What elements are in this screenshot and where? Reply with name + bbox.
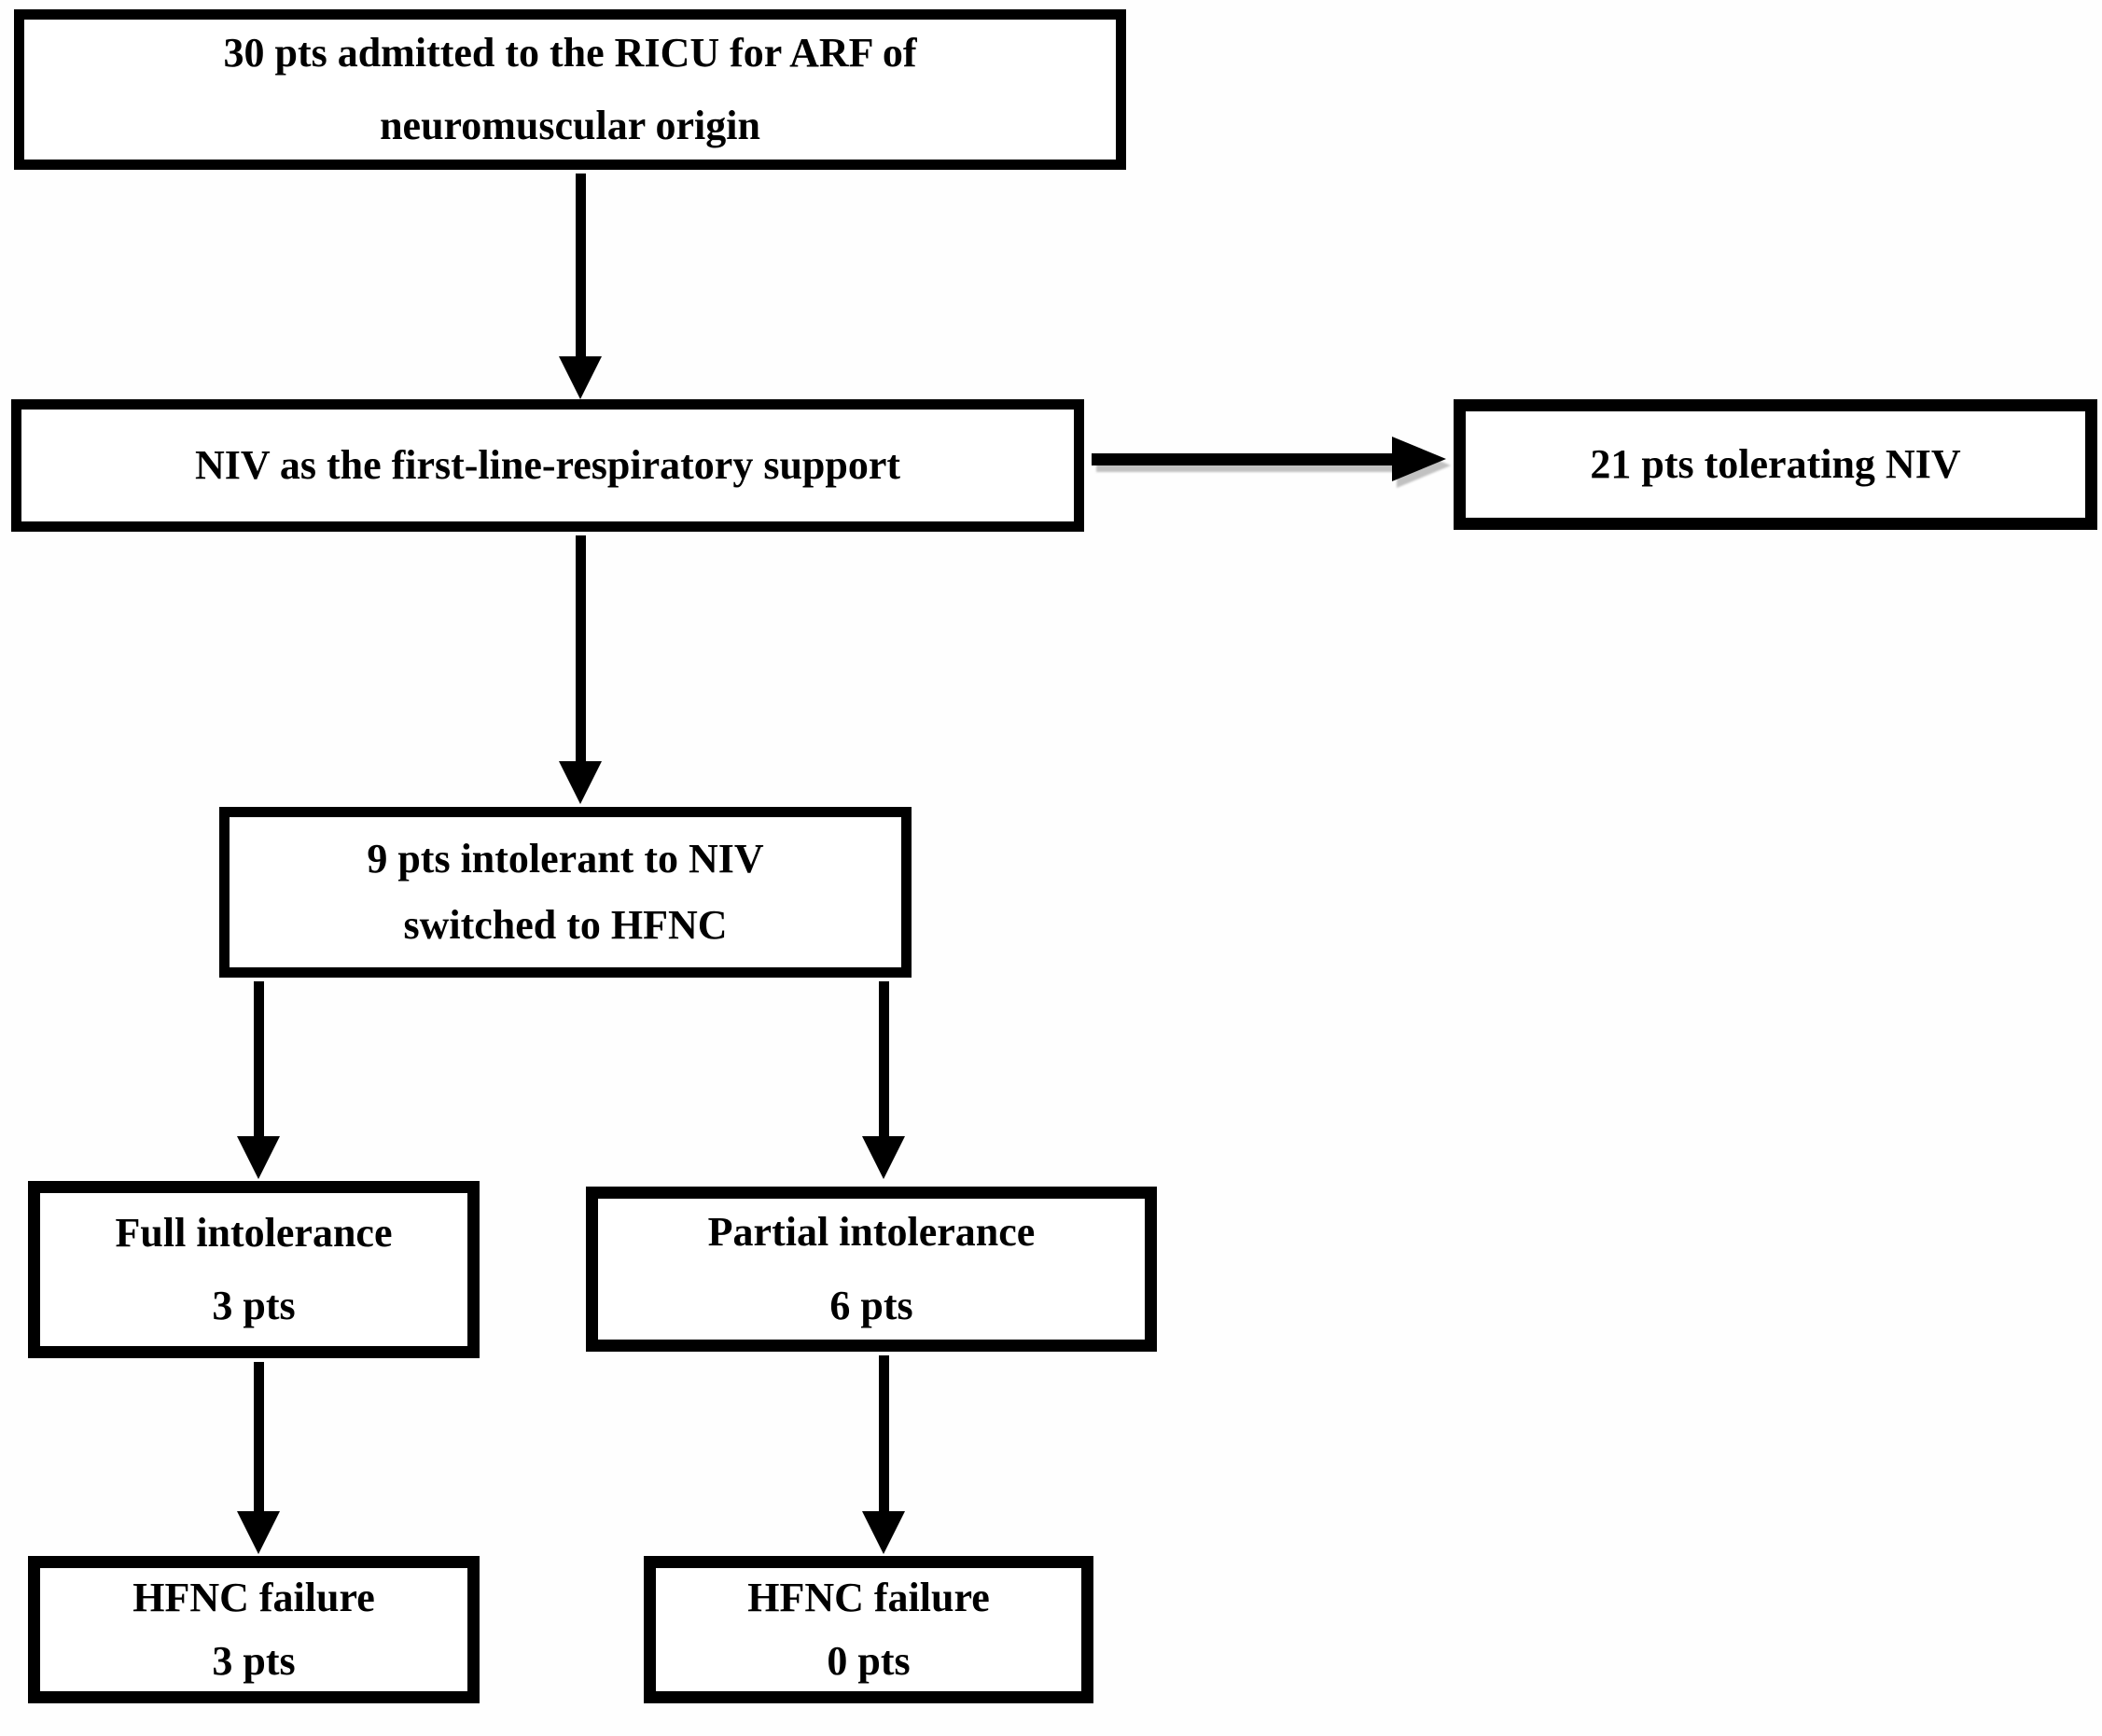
- node-tolerating-niv: 21 pts tolerating NIV: [1454, 399, 2097, 530]
- node-intolerant-switched-line1: 9 pts intolerant to NIV: [367, 836, 764, 882]
- node-niv-support: NIV as the first-line-respiratory suppor…: [11, 399, 1084, 532]
- node-partial-intolerance-line1: Partial intolerance: [707, 1209, 1036, 1256]
- arrow-stem: [1092, 452, 1392, 465]
- arrow-head-down-icon: [559, 356, 602, 399]
- arrow-niv-to-tolerating: [1092, 437, 1446, 481]
- arrow-partial-to-failure: [862, 1355, 905, 1554]
- arrow-head-down-icon: [237, 1136, 280, 1179]
- arrow-stem: [878, 1355, 889, 1511]
- node-partial-intolerance: Partial intolerance 6 pts: [586, 1187, 1157, 1352]
- node-intolerant-switched-line2: switched to HFNC: [403, 901, 728, 948]
- node-hfnc-failure-partial-line2: 0 pts: [827, 1638, 911, 1684]
- arrow-stem: [878, 981, 889, 1136]
- arrow-intolerant-to-partial: [862, 981, 905, 1179]
- node-intolerant-switched: 9 pts intolerant to NIV switched to HFNC: [219, 807, 912, 978]
- node-full-intolerance: Full intolerance 3 pts: [28, 1181, 480, 1358]
- node-full-intolerance-line2: 3 pts: [212, 1283, 296, 1328]
- arrow-stem: [253, 1362, 264, 1511]
- node-hfnc-failure-partial-line1: HFNC failure: [747, 1574, 990, 1620]
- node-partial-intolerance-line2: 6 pts: [829, 1282, 913, 1328]
- node-hfnc-failure-full-line2: 3 pts: [212, 1638, 296, 1684]
- node-admitted: 30 pts admitted to the RICU for ARF of n…: [14, 9, 1126, 170]
- arrow-head-down-icon: [862, 1136, 905, 1179]
- node-admitted-line1: 30 pts admitted to the RICU for ARF of: [223, 29, 917, 76]
- arrow-stem: [575, 535, 586, 761]
- node-hfnc-failure-full: HFNC failure 3 pts: [28, 1556, 480, 1703]
- node-niv-support-line1: NIV as the first-line-respiratory suppor…: [194, 441, 901, 488]
- node-admitted-line2: neuromuscular origin: [380, 103, 760, 148]
- arrow-head-down-icon: [862, 1511, 905, 1554]
- arrow-stem: [253, 981, 264, 1136]
- arrow-niv-to-intolerant: [559, 535, 602, 804]
- node-full-intolerance-line1: Full intolerance: [115, 1209, 393, 1256]
- arrow-head-down-icon: [559, 761, 602, 804]
- arrow-intolerant-to-full: [237, 981, 280, 1179]
- arrow-head-right-icon: [1392, 437, 1446, 481]
- node-hfnc-failure-partial: HFNC failure 0 pts: [644, 1556, 1093, 1703]
- arrow-stem: [575, 174, 586, 356]
- arrow-head-down-icon: [237, 1511, 280, 1554]
- node-tolerating-niv-line1: 21 pts tolerating NIV: [1590, 440, 1961, 487]
- arrow-admitted-to-niv: [559, 174, 602, 399]
- arrow-full-to-failure: [237, 1362, 280, 1554]
- node-hfnc-failure-full-line1: HFNC failure: [132, 1574, 375, 1620]
